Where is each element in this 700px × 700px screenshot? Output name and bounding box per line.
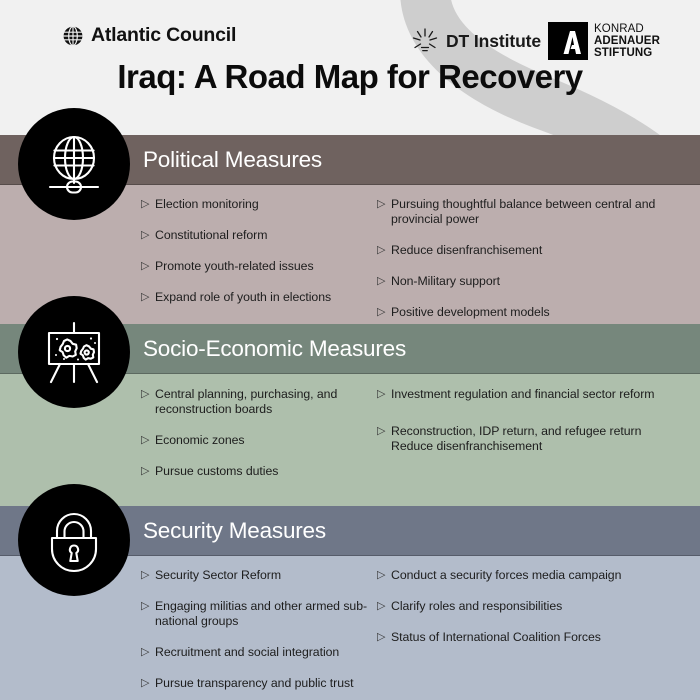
section-body-security: ▷ Security Sector Reform ▷ Engaging mili… [0,556,700,700]
list-item-label: Reconstruction, IDP return, and refugee … [391,424,642,453]
list-item-label: Recruitment and social integration [155,645,340,659]
list-item-label: Pursue customs duties [155,464,279,478]
bullet-column-right: ▷ Conduct a security forces media campai… [377,568,677,645]
triangle-bullet-icon: ▷ [377,569,386,581]
logo-konrad-adenauer-stiftung: KONRAD ADENAUER STIFTUNG [548,22,660,60]
triangle-bullet-icon: ▷ [141,434,150,446]
triangle-bullet-icon: ▷ [141,388,150,400]
logo-dt-institute-label: DT Institute [446,30,542,51]
bullet-column-left: ▷ Security Sector Reform ▷ Engaging mili… [141,568,371,691]
bullet-column-right: ▷ Investment regulation and financial se… [377,387,677,454]
triangle-bullet-icon: ▷ [377,631,386,643]
list-item-label: Positive development models [391,305,550,319]
section-political: Political Measures ▷ Election monitoring… [0,135,700,324]
list-item-label: Economic zones [155,433,245,447]
list-item-label: Status of International Coalition Forces [391,630,601,644]
list-item-label: Expand role of youth in elections [155,290,332,304]
list-item-label: Non-Military support [391,274,501,288]
section-socio-economic: Socio-Economic Measures ▷ Central planni… [0,324,700,506]
triangle-bullet-icon: ▷ [141,569,150,581]
list-item: ▷ Central planning, purchasing, and reco… [141,387,371,417]
list-item: ▷ Non-Military support [377,274,677,289]
list-item-label: Clarify roles and responsibilities [391,599,563,613]
section-body-political: ▷ Election monitoring ▷ Constitutional r… [0,185,700,324]
logo-kas-line2: ADENAUER [594,34,660,47]
triangle-bullet-icon: ▷ [377,388,386,400]
list-item: ▷ Pursue customs duties [141,464,371,479]
list-item: ▷ Pursue transparency and public trust [141,676,371,691]
logo-atlantic-council-label: Atlantic Council [91,24,237,46]
logo-dt-institute: DT Institute [410,26,541,56]
list-item: ▷ Expand role of youth in elections [141,290,371,305]
list-item-label: Pursuing thoughtful balance between cent… [391,197,656,226]
badge-socio-economic [18,296,130,408]
logo-row: Atlantic Council [0,18,700,64]
bullet-column-left: ▷ Election monitoring ▷ Constitutional r… [141,197,371,305]
logo-kas-wordmark: KONRAD ADENAUER STIFTUNG [594,23,660,60]
list-item-label: Election monitoring [155,197,259,211]
bullet-column-left: ▷ Central planning, purchasing, and reco… [141,387,371,479]
logo-kas-line1: KONRAD [594,22,644,35]
section-title-political: Political Measures [143,146,322,172]
triangle-bullet-icon: ▷ [141,198,150,210]
triangle-bullet-icon: ▷ [377,306,386,318]
list-item-label: Conduct a security forces media campaign [391,568,622,582]
padlock-icon [50,512,98,573]
triangle-bullet-icon: ▷ [377,244,386,256]
triangle-bullet-icon: ▷ [377,275,386,287]
triangle-bullet-icon: ▷ [141,229,150,241]
list-item: ▷ Engaging militias and other armed sub-… [141,599,371,629]
triangle-bullet-icon: ▷ [141,600,150,612]
list-item: ▷ Recruitment and social integration [141,645,371,660]
header: Atlantic Council [0,0,700,135]
list-item: ▷ Economic zones [141,433,371,448]
triangle-bullet-icon: ▷ [377,600,386,612]
list-item: ▷ Security Sector Reform [141,568,371,583]
bullet-column-right: ▷ Pursuing thoughtful balance between ce… [377,197,677,320]
logo-atlantic-council: Atlantic Council [62,24,236,47]
page-title: Iraq: A Road Map for Recovery [117,58,583,95]
list-item-label: Promote youth-related issues [155,259,314,273]
list-item: ▷ Conduct a security forces media campai… [377,568,677,583]
easel-gears-icon [47,321,101,384]
list-item-label: Pursue transparency and public trust [155,676,354,690]
sunburst-icon [412,28,438,52]
list-item: ▷ Election monitoring [141,197,371,212]
triangle-bullet-icon: ▷ [377,425,386,437]
triangle-bullet-icon: ▷ [141,260,150,272]
list-item-label: Reduce disenfranchisement [391,243,543,257]
section-body-socio-economic: ▷ Central planning, purchasing, and reco… [0,374,700,506]
list-item-label: Investment regulation and financial sect… [391,387,655,401]
triangle-bullet-icon: ▷ [141,677,150,689]
badge-security [18,484,130,596]
list-item: ▷ Reconstruction, IDP return, and refuge… [377,424,677,454]
list-item: ▷ Status of International Coalition Forc… [377,630,677,645]
list-item: ▷ Promote youth-related issues [141,259,371,274]
list-item-label: Security Sector Reform [155,568,282,582]
triangle-bullet-icon: ▷ [377,198,386,210]
list-item: ▷ Constitutional reform [141,228,371,243]
section-title-security: Security Measures [143,517,326,543]
list-item: ▷ Investment regulation and financial se… [377,387,677,402]
list-item: ▷ Pursuing thoughtful balance between ce… [377,197,677,227]
kas-arrow-mark-icon [548,22,588,60]
section-title-socio-economic: Socio-Economic Measures [143,335,407,361]
globe-network-icon [48,135,100,194]
list-item: ▷ Positive development models [377,305,677,320]
list-item-label: Central planning, purchasing, and recons… [155,387,338,416]
list-item-label: Constitutional reform [155,228,268,242]
badge-political [18,108,130,220]
triangle-bullet-icon: ▷ [141,465,150,477]
triangle-bullet-icon: ▷ [141,291,150,303]
list-item-label: Engaging militias and other armed sub-na… [155,599,368,628]
triangle-bullet-icon: ▷ [141,646,150,658]
logo-kas-line3: STIFTUNG [594,47,653,60]
list-item: ▷ Reduce disenfranchisement [377,243,677,258]
globe-grid-icon [63,25,83,46]
list-item: ▷ Clarify roles and responsibilities [377,599,677,614]
